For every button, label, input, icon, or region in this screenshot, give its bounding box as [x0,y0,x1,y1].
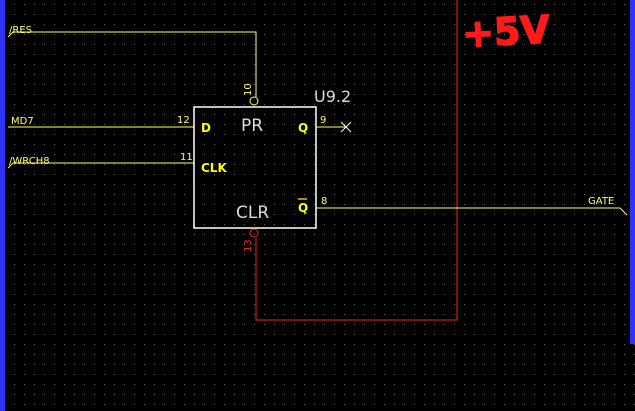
pin-label-qbar: Q [298,201,308,215]
flip-flop-u9-2[interactable]: U9.2 PR CLR D CLK Q Q 12 11 9 8 10 13 [177,83,351,252]
net-label-md7: MD7 [11,116,34,127]
wire-wrch8[interactable] [7,162,194,169]
pin-label-clk: CLK [201,161,227,175]
sheet-border-left [0,0,5,411]
power-wire-5v[interactable] [255,0,458,321]
no-connect-marker [340,121,352,133]
power-annotation: +5V [461,7,551,56]
preset-label: PR [241,116,263,136]
pin-number-qbar: 8 [321,196,327,207]
pin-number-clr: 13 [243,239,254,252]
net-label-res: /RES [9,25,32,36]
component-body [193,106,317,229]
wire-res[interactable] [7,31,257,97]
pin-number-d: 12 [177,115,190,126]
sheet-border-right [630,0,635,344]
net-label-gate: GATE [588,196,614,207]
pin-number-clk: 11 [180,152,193,163]
net-label-wrch8: /WRCH8 [9,156,50,167]
pin-label-d: D [201,121,211,135]
pin-number-pr: 10 [243,83,254,96]
wire-gate[interactable] [316,207,628,216]
refdes-label: U9.2 [314,87,351,106]
pin-number-q: 9 [320,115,326,126]
pin-label-q: Q [298,121,308,135]
clr-inversion-bubble [249,228,259,238]
clear-label: CLR [236,203,269,223]
pr-inversion-bubble [249,96,259,106]
